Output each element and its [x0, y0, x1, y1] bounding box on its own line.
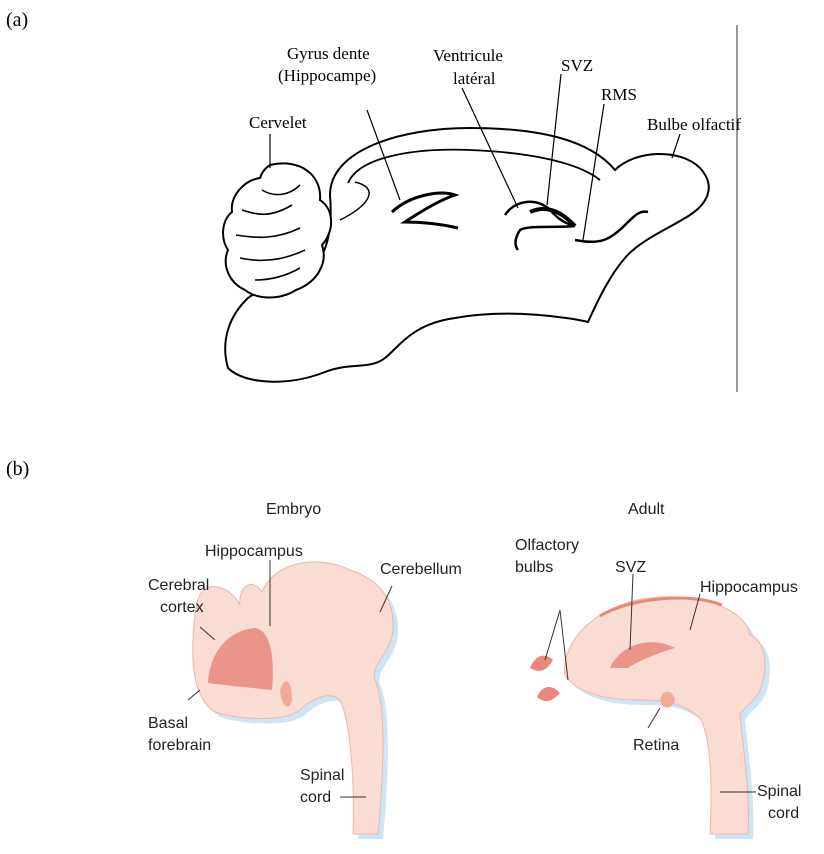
label-rms: RMS [601, 85, 637, 104]
label-cervelet: Cervelet [249, 113, 307, 132]
embryo-label-hippocampus: Hippocampus [205, 543, 303, 560]
panel-a: (a) Gyrus dente (Hippocampe) Ventricule … [6, 9, 741, 392]
adult-olfactory-bulb-2 [537, 687, 560, 701]
label-svz: SVZ [561, 56, 593, 75]
panel-b-tag: (b) [6, 458, 29, 480]
adult-label-olfactory-line1: Olfactory [515, 537, 579, 554]
embryo-label-basal-line1: Basal [148, 715, 188, 732]
label-ventricule-line2: latéral [453, 69, 496, 88]
embryo-label-cerebellum: Cerebellum [380, 561, 462, 578]
label-gyrus-line2: (Hippocampe) [278, 66, 376, 85]
adult-olfactory-leader-1 [545, 610, 560, 660]
panel-b: (b) Embryo Hippocampus Cerebral cortex C… [6, 458, 801, 839]
embryo-label-cerebral-line1: Cerebral [148, 577, 209, 594]
label-gyrus-line1: Gyrus dente [287, 44, 370, 63]
adult-body [565, 597, 765, 834]
adult-label-svz: SVZ [615, 559, 646, 576]
embryo-basal-leader [188, 690, 200, 700]
adult-retina-leader [648, 708, 660, 728]
label-ventricule-line1: Ventricule [433, 46, 503, 65]
adult-label-spinal-line1: Spinal [757, 783, 801, 800]
embryo-label-cerebral-line2: cortex [160, 599, 204, 616]
embryo-label-spinal-line2: cord [300, 789, 331, 806]
embryo-title: Embryo [266, 501, 321, 518]
bulbe-leader [672, 134, 680, 158]
adult-olfactory-leader-2 [560, 610, 568, 680]
label-bulbe: Bulbe olfactif [647, 115, 741, 134]
adult-diagram: Adult Olfactory bulbs SVZ Hippocampus [515, 501, 801, 839]
adult-olfactory-bulb-1 [530, 656, 553, 671]
adult-label-spinal-line2: cord [768, 805, 799, 822]
adult-label-retina: Retina [633, 737, 679, 754]
embryo-label-basal-line2: forebrain [148, 737, 211, 754]
embryo-label-spinal-line1: Spinal [300, 767, 344, 784]
embryo-body [193, 562, 393, 834]
adult-title: Adult [628, 501, 665, 518]
embryo-diagram: Embryo Hippocampus Cerebral cortex Cereb… [148, 501, 462, 839]
panel-a-tag: (a) [6, 9, 28, 31]
adult-label-hippocampus: Hippocampus [700, 579, 798, 596]
adult-label-olfactory-line2: bulbs [515, 559, 553, 576]
